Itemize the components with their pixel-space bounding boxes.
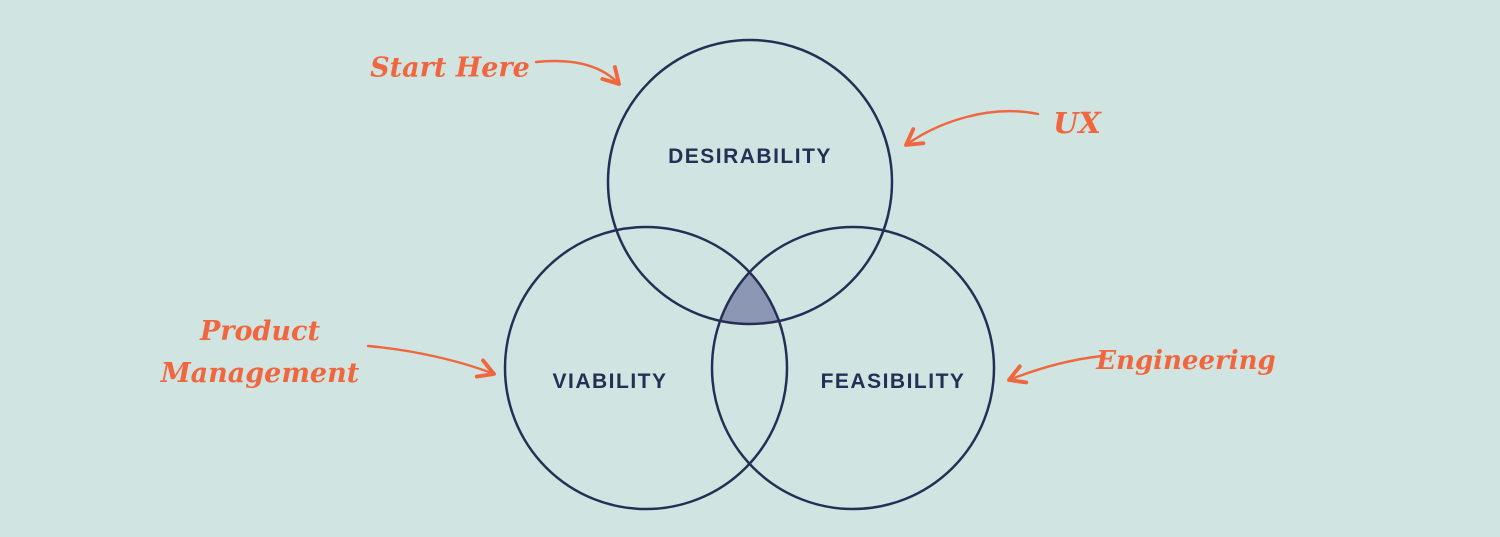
arrow-ux-icon xyxy=(904,110,1040,147)
feasibility-label: FEASIBILITY xyxy=(820,370,966,393)
feasibility-circle xyxy=(710,225,996,511)
viability-circle xyxy=(503,225,789,511)
annotation-start-here: Start Here xyxy=(370,52,530,84)
arrow-product-management-icon xyxy=(366,344,496,379)
annotation-engineering: Engineering xyxy=(1096,346,1276,376)
annotation-product-management: Product Management xyxy=(160,316,360,389)
desirability-circle xyxy=(606,38,894,326)
arrow-start-here-icon xyxy=(534,59,621,86)
viability-label: VIABILITY xyxy=(552,370,668,393)
arrow-engineering-icon xyxy=(1007,354,1104,385)
annotation-ux: UX xyxy=(1053,106,1101,140)
annotation-arrows xyxy=(366,59,1104,385)
triple-overlap-region xyxy=(712,227,787,324)
desirability-label: DESIRABILITY xyxy=(668,145,832,168)
